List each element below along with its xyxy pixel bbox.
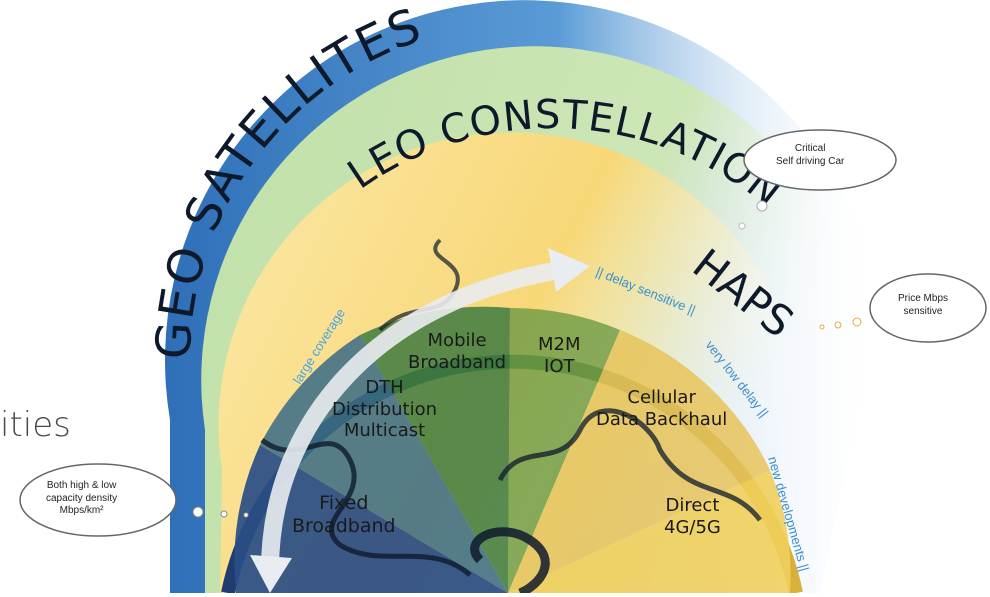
cloud-bubble-top-right — [738, 129, 897, 230]
terrain-line — [260, 437, 472, 577]
cloud-bubble-left — [19, 463, 249, 537]
sector-mobile — [360, 306, 510, 593]
sector-fixed-broadband — [234, 445, 508, 593]
coverage-arrow — [261, 261, 562, 571]
terrain-line — [470, 527, 550, 597]
arrow-head-bottom — [250, 555, 292, 593]
arrow-head-top — [548, 248, 590, 292]
cropped-heading-fragment: ities — [0, 405, 71, 445]
sector-direct — [508, 470, 791, 593]
cloud-bubble-right — [819, 273, 987, 343]
terrain-line — [378, 238, 460, 332]
terrain-line — [497, 408, 762, 522]
sector-cellular — [508, 330, 770, 593]
